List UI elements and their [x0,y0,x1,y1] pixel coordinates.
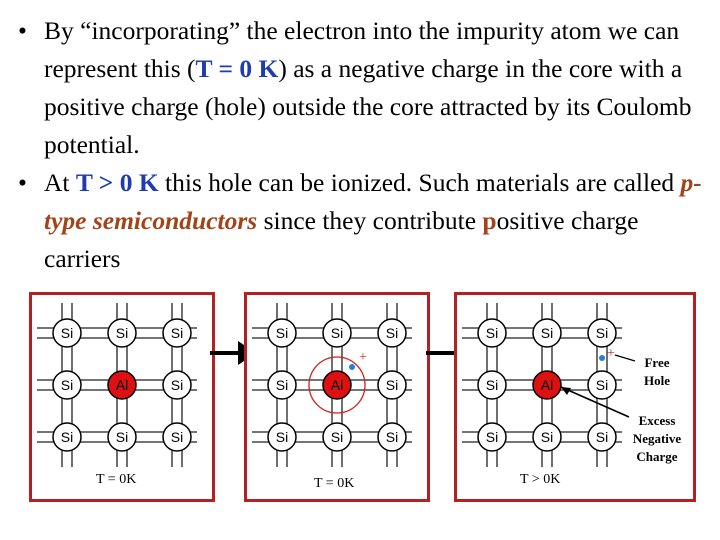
atom-label: Si [116,325,128,341]
atom-label: Al [331,377,343,393]
hole-symbol: + [359,350,367,365]
atom-label: Si [276,429,288,445]
silicon-atom [377,370,407,400]
panel-1-caption: T = 0K [96,472,137,487]
panel-3-caption: T > 0K [520,472,561,487]
bullet-marker: • [18,16,27,45]
atom-label: Si [386,325,398,341]
silicon-atom [267,422,297,452]
silicon-atom [107,318,137,348]
silicon-atom [532,318,562,348]
bullet-item-2: •At T > 0 K this hole can be ionized. Su… [18,164,708,278]
atom-label: Si [596,377,608,393]
atom-label: Si [596,325,608,341]
pointer-line [614,354,636,362]
atom-label: Si [171,429,183,445]
silicon-atom [267,318,297,348]
silicon-atom [477,422,507,452]
atom-label: Si [331,429,343,445]
silicon-atom [52,370,82,400]
silicon-atom [532,422,562,452]
silicon-atom [107,422,137,452]
bullet-item-1: •By “incorporating” the electron into th… [18,12,708,164]
silicon-atom [162,422,192,452]
panel-2-caption: T = 0K [314,476,355,491]
atom-label: Si [486,377,498,393]
silicon-atom [477,318,507,348]
temperature-highlight: T = 0 K [195,54,279,83]
pointer-line [560,386,630,418]
atom-label: Si [386,429,398,445]
excess-charge-label: Excess [639,413,676,428]
hole-symbol: + [607,346,615,361]
silicon-atom [477,370,507,400]
atom-label: Si [276,377,288,393]
impurity-atom [107,370,137,400]
silicon-atom [377,422,407,452]
bullet-list: •By “incorporating” the electron into th… [18,12,708,278]
hole-marker [349,364,355,370]
silicon-atom [587,422,617,452]
atom-label: Si [486,429,498,445]
atom-label: Si [386,377,398,393]
bullet-marker: • [18,168,27,197]
silicon-atom [377,318,407,348]
atom-label: Si [171,377,183,393]
silicon-atom [587,318,617,348]
letter-highlight: p [482,206,497,235]
silicon-atom [162,370,192,400]
atom-label: Si [116,429,128,445]
temperature-highlight: T > 0 K [75,168,159,197]
term-highlight: p-type semiconductors [44,168,702,235]
atom-label: Si [541,325,553,341]
atom-label: Si [61,325,73,341]
atom-label: Si [486,325,498,341]
atom-label: Si [541,429,553,445]
excess-charge-label: Negative [633,431,682,446]
silicon-atom [52,422,82,452]
free-hole-label: Free [644,355,669,370]
free-hole-label: Hole [644,373,670,388]
hole-marker [599,355,605,361]
atom-label: Si [61,429,73,445]
impurity-atom [322,370,352,400]
atom-label: Si [331,325,343,341]
atom-label: Si [596,429,608,445]
atom-label: Al [541,377,553,393]
silicon-atom [52,318,82,348]
silicon-atom [322,422,352,452]
coulomb-orbit [308,356,366,414]
atom-label: Si [171,325,183,341]
atom-label: Si [61,377,73,393]
impurity-atom [532,370,562,400]
silicon-atom [267,370,297,400]
atom-label: Al [116,377,128,393]
pointer-arrowhead [561,387,571,395]
silicon-atom [587,370,617,400]
atom-label: Si [276,325,288,341]
silicon-atom [322,318,352,348]
silicon-atom [162,318,192,348]
excess-charge-label: Charge [636,449,677,464]
